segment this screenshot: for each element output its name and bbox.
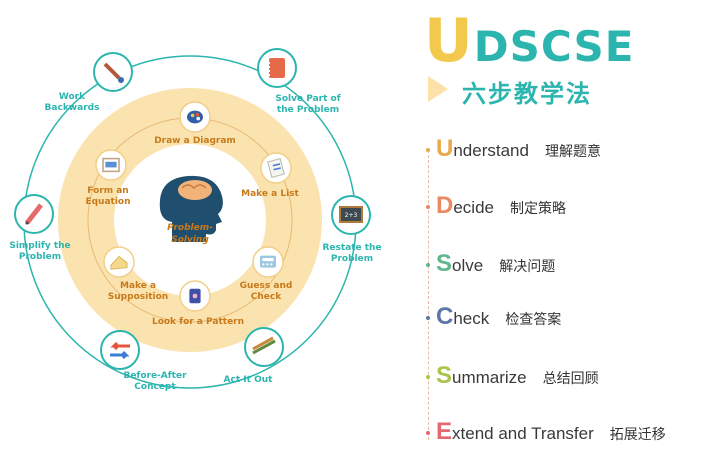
step-word: xtend and Transfer — [452, 424, 594, 443]
equation-icon — [102, 157, 120, 173]
outer-strategy-act-it-out: Act It Out — [224, 327, 284, 385]
outer-label-line-2: Backwards — [45, 103, 100, 113]
inner-strategy-look-for-a-pattern: Look for a Pattern — [152, 280, 244, 327]
step-letter: C — [436, 303, 454, 330]
outer-node-circle — [100, 330, 140, 370]
title-first-letter: U — [424, 6, 474, 76]
arrows-icon — [110, 341, 130, 360]
center-label-line1: Problem- — [167, 223, 213, 233]
inner-strategy-make-a-list: Make a List — [241, 152, 300, 199]
subtitle: 六步教学法 — [462, 80, 592, 108]
step-chinese: 制定策略 — [509, 201, 566, 217]
outer-label-line-1: Restate the — [322, 243, 381, 253]
step-word: ecide — [453, 198, 494, 217]
step-word: nderstand — [453, 141, 529, 160]
step-dot — [426, 375, 430, 379]
step-letter: E — [436, 418, 453, 445]
step-dot — [426, 431, 430, 435]
step-letter: D — [436, 192, 454, 219]
pencils-icon — [252, 336, 276, 355]
play-triangle-icon — [428, 76, 448, 102]
center-label-line2: Solving — [171, 235, 209, 245]
inner-label-line-2: Check — [251, 292, 282, 302]
book-icon — [189, 288, 201, 304]
outer-label-line-1: Simplify the — [9, 241, 70, 251]
step-chinese: 解决问题 — [499, 259, 556, 275]
step-chinese: 拓展迁移 — [609, 427, 666, 443]
inner-label-line-1: Make a — [120, 281, 156, 291]
inner-label-line-2: Equation — [85, 197, 130, 207]
steps-timeline-line — [428, 150, 429, 440]
outer-label-line-1: Solve Part of — [275, 94, 340, 104]
outer-label-line-2: Problem — [331, 254, 373, 264]
head-brain-icon — [159, 175, 223, 242]
step-dot — [426, 316, 430, 320]
step-dot — [426, 263, 430, 267]
svg-text:2+3: 2+3 — [345, 212, 358, 219]
cheese-icon — [110, 255, 128, 270]
inner-strategy-draw-a-diagram: Draw a Diagram — [154, 101, 236, 146]
step-dot — [426, 148, 430, 152]
outer-label-line-1: Work — [59, 92, 86, 102]
notebook-icon — [268, 58, 285, 78]
inner-label-line-1: Look for a Pattern — [152, 317, 244, 327]
inner-label-line-1: Form an — [87, 186, 128, 196]
blackboard-icon: 2+3 — [339, 206, 363, 223]
step-dot — [426, 205, 430, 209]
title-rest: DSCSE — [473, 22, 635, 71]
step-letter: U — [436, 135, 454, 162]
app-title: UDSCSE — [424, 6, 634, 76]
inner-label-line-1: Guess and — [240, 281, 293, 291]
step-word: ummarize — [452, 368, 527, 387]
inner-label-line-1: Make a List — [241, 189, 299, 199]
calculator-icon — [260, 255, 276, 268]
paintbrush-icon — [103, 62, 124, 83]
pencil-icon — [25, 203, 43, 225]
step-word: olve — [452, 256, 484, 275]
outer-label-line-2: Concept — [134, 382, 176, 392]
step-letter: S — [436, 362, 453, 389]
step-chinese: 理解题意 — [544, 144, 601, 160]
outer-label-line-2: Problem — [19, 252, 61, 262]
outer-label-line-1: Before-After — [123, 371, 187, 381]
step-chinese: 总结回顾 — [542, 371, 599, 387]
inner-label-line-2: Supposition — [108, 292, 168, 302]
list-icon — [267, 158, 285, 178]
outer-label-line-2: the Problem — [277, 105, 339, 115]
step-letter: S — [436, 250, 453, 277]
inner-label-line-1: Draw a Diagram — [154, 136, 236, 146]
step-chinese: 检查答案 — [505, 312, 562, 328]
palette-icon — [187, 110, 203, 124]
step-word: heck — [453, 309, 490, 328]
outer-label-line-1: Act It Out — [224, 375, 274, 385]
